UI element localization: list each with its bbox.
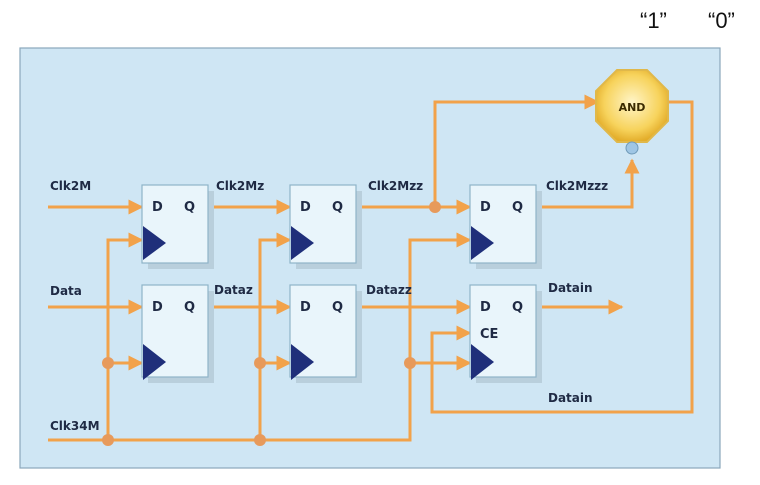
ff1-d-pin: D bbox=[152, 200, 163, 215]
ff2-q-pin: Q bbox=[184, 300, 195, 315]
ff5-q-pin: Q bbox=[512, 200, 523, 215]
flip-flop-5: D Q bbox=[469, 184, 542, 269]
flip-flop-3: D Q bbox=[289, 184, 362, 269]
flip-flop-6: D Q CE bbox=[469, 284, 542, 383]
flip-flop-1: D Q bbox=[141, 184, 214, 269]
junction-clk-ff4 bbox=[254, 357, 266, 369]
label-one: “1” bbox=[640, 8, 667, 33]
ff6-ce-pin: CE bbox=[480, 327, 498, 342]
signal-clk34m: Clk34M bbox=[50, 419, 100, 433]
ff2-d-pin: D bbox=[152, 300, 163, 315]
signal-datain-out: Datain bbox=[548, 281, 593, 295]
ff3-q-pin: Q bbox=[332, 200, 343, 215]
flip-flop-2: D Q bbox=[141, 284, 214, 383]
wire-clk-ff3 bbox=[258, 232, 292, 440]
signal-clk2mz: Clk2Mz bbox=[216, 179, 264, 193]
wire-clk2mzzz bbox=[538, 158, 640, 209]
junction-clk-ff2 bbox=[102, 357, 114, 369]
junction-clk2mzz bbox=[429, 201, 441, 213]
wire-clk-ff1 bbox=[106, 232, 144, 440]
junction-clk-bottom-2 bbox=[254, 434, 266, 446]
signal-datain-feedback: Datain bbox=[548, 391, 593, 405]
junction-clk-bottom-1 bbox=[102, 434, 114, 446]
ff6-q-pin: Q bbox=[512, 300, 523, 315]
and-gate-label: AND bbox=[619, 101, 646, 114]
label-zero: “0” bbox=[708, 8, 735, 33]
flip-flop-4: D Q bbox=[289, 284, 362, 383]
and-gate-output-dot bbox=[625, 141, 639, 155]
and-gate: AND bbox=[595, 69, 669, 155]
junction-clk-ff6 bbox=[404, 357, 416, 369]
wire-and-feedback bbox=[430, 100, 694, 414]
ff1-q-pin: Q bbox=[184, 200, 195, 215]
signal-dataz: Dataz bbox=[214, 283, 253, 297]
signal-data: Data bbox=[50, 284, 82, 298]
signal-clk2mzz: Clk2Mzz bbox=[368, 179, 423, 193]
ff4-q-pin: Q bbox=[332, 300, 343, 315]
ff5-d-pin: D bbox=[480, 200, 491, 215]
signal-clk2m: Clk2M bbox=[50, 179, 91, 193]
ff3-d-pin: D bbox=[300, 200, 311, 215]
wire-clk2mzz-branch bbox=[433, 94, 600, 207]
ff6-d-pin: D bbox=[480, 300, 491, 315]
ff4-d-pin: D bbox=[300, 300, 311, 315]
signal-clk2mzzz: Clk2Mzzz bbox=[546, 179, 608, 193]
wire-clk34m bbox=[48, 232, 472, 442]
signal-datazz: Datazz bbox=[366, 283, 412, 297]
